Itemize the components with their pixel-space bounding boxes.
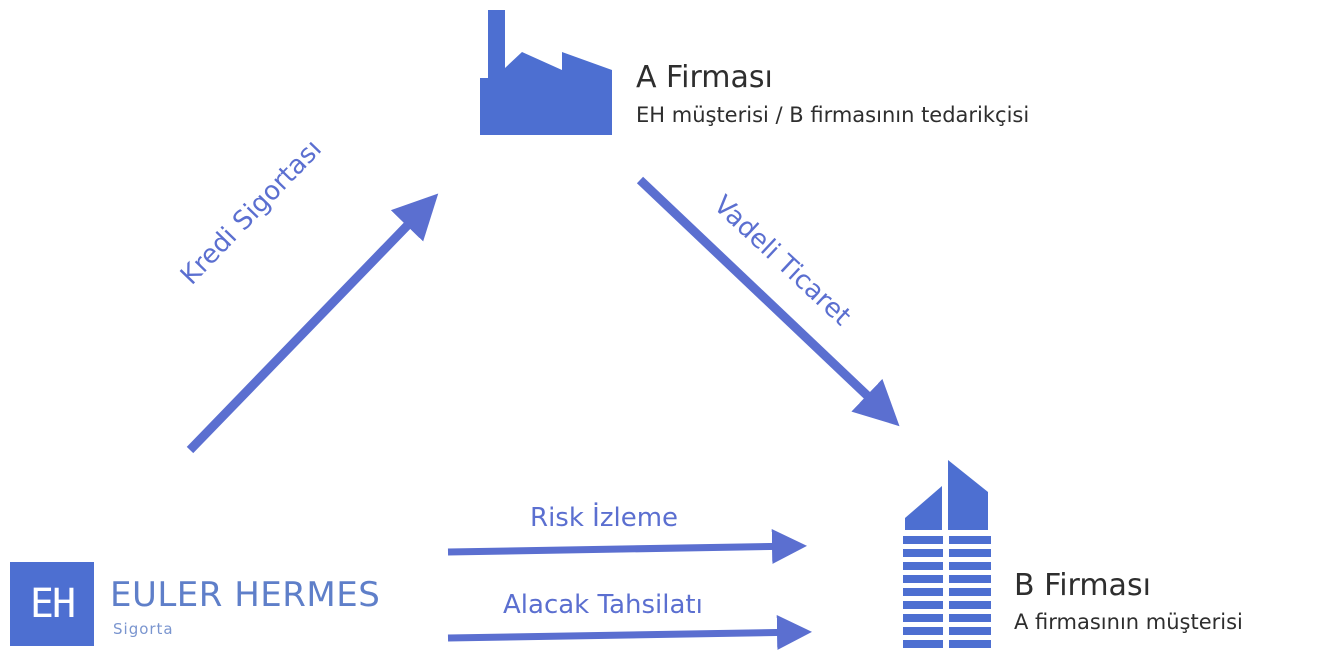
receivables-collection-label: Alacak Tahsilatı bbox=[503, 590, 703, 620]
receivables-collection-arrow bbox=[447, 614, 812, 650]
insurer-name: EULER HERMES bbox=[110, 575, 381, 615]
factory-icon bbox=[480, 10, 612, 135]
office-building-icon bbox=[903, 460, 991, 650]
euler-hermes-logo: EH bbox=[10, 562, 94, 646]
company-b-title: B Firması bbox=[1014, 568, 1151, 603]
insurer-subname: Sigorta bbox=[113, 620, 174, 638]
logo-mark: EH bbox=[29, 581, 76, 627]
company-b-subtitle: A firmasının müşterisi bbox=[1014, 610, 1243, 634]
forward-trade-arrow bbox=[636, 176, 900, 427]
risk-monitoring-arrow bbox=[447, 528, 807, 564]
company-a-subtitle: EH müşterisi / B firmasının tedarikçisi bbox=[636, 103, 1030, 127]
company-a-title: A Firması bbox=[636, 60, 773, 95]
risk-monitoring-label: Risk İzleme bbox=[530, 503, 679, 533]
credit-insurance-arrow bbox=[186, 193, 439, 454]
